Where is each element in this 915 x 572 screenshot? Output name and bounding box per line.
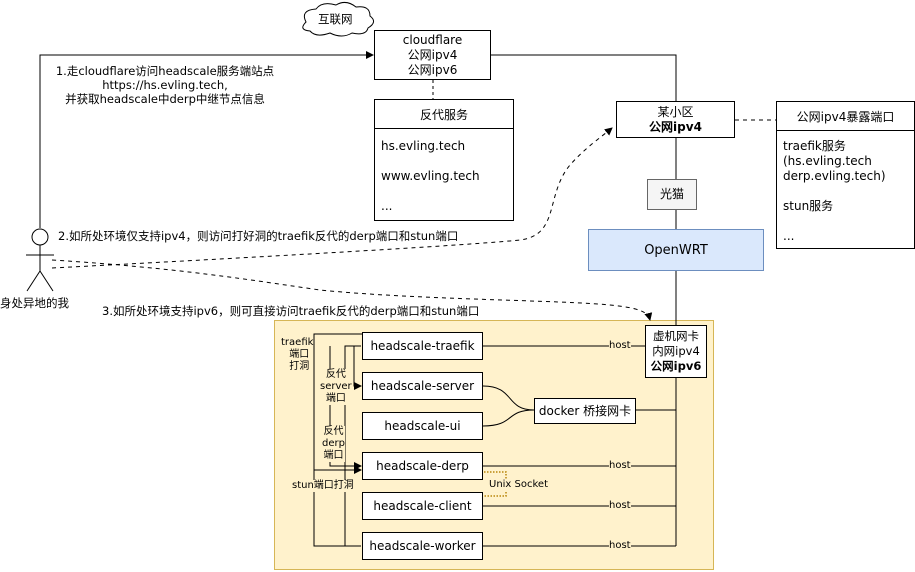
proxy-server-label: 反代 server 端口 bbox=[320, 369, 352, 405]
proxy-derp-label: 反代 derp 端口 bbox=[322, 426, 345, 462]
path-ipv4-curve bbox=[51, 127, 613, 269]
path-ipv6-curve bbox=[51, 259, 653, 321]
server-bridge-link bbox=[482, 385, 535, 411]
ports-item: derp.evling.tech) bbox=[783, 169, 886, 183]
cloudflare-line3: 公网ipv6 bbox=[407, 62, 458, 77]
unix-socket-label: Unix Socket bbox=[489, 479, 549, 491]
container-label: headscale-derp bbox=[376, 458, 469, 473]
container-label: headscale-worker bbox=[369, 538, 476, 553]
note-1: 1.走cloudflare访问headscale服务端站点 https://hs… bbox=[50, 64, 280, 106]
traefik-hole-label: traefik 端口 打洞 bbox=[281, 337, 313, 373]
vnic-line2: 内网ipv4 bbox=[652, 344, 700, 358]
container-label: headscale-client bbox=[373, 498, 472, 513]
container-derp: headscale-derp bbox=[362, 452, 483, 480]
internet-label: 互联网 bbox=[318, 12, 353, 26]
worker-to-traefik-line bbox=[344, 345, 361, 546]
ports-item: stun服务 bbox=[783, 199, 834, 213]
side-text: 端口 bbox=[323, 450, 344, 461]
ui-bridge-link bbox=[482, 409, 535, 427]
container-traefik: headscale-traefik bbox=[362, 332, 483, 360]
docker-bridge-label: docker 桥接网卡 bbox=[538, 403, 632, 418]
note-3: 3.如所处环境支持ipv6，则可直接访问traefik反代的derp端口和stu… bbox=[102, 304, 480, 318]
exposed-ports-box: 公网ipv4暴露端口 traefik服务 (hs.evling.tech der… bbox=[776, 101, 915, 249]
side-text: derp bbox=[322, 438, 345, 449]
side-text: traefik bbox=[281, 337, 314, 348]
side-text: 反代 bbox=[323, 426, 344, 437]
community-line2: 公网ipv4 bbox=[649, 119, 702, 134]
container-server: headscale-server bbox=[362, 372, 483, 400]
vnic-line1: 虚机网卡 bbox=[653, 329, 699, 343]
modem-box: 光猫 bbox=[647, 179, 697, 210]
user-icon bbox=[26, 228, 54, 292]
ports-item: (hs.evling.tech bbox=[783, 154, 872, 168]
traefik-to-server-arrow bbox=[353, 346, 362, 390]
docker-host-region bbox=[274, 320, 714, 570]
modem-label: 光猫 bbox=[659, 187, 684, 201]
note-1-line: 并获取headscale中derp中继节点信息 bbox=[65, 92, 265, 106]
vnic-line3: 公网ipv6 bbox=[650, 359, 702, 373]
ports-item: traefik服务 bbox=[783, 139, 846, 153]
note-1-line: https://hs.evling.tech, bbox=[102, 78, 228, 92]
cloudflare-box: cloudflare 公网ipv4 公网ipv6 bbox=[374, 30, 491, 80]
note-1-line: 1.走cloudflare访问headscale服务端站点 bbox=[55, 64, 275, 78]
host-label: host bbox=[609, 340, 631, 352]
container-worker: headscale-worker bbox=[362, 532, 483, 560]
host-label: host bbox=[609, 460, 631, 472]
exposed-ports-title: 公网ipv4暴露端口 bbox=[777, 102, 914, 131]
community-line1: 某小区 bbox=[657, 104, 694, 119]
cloudflare-to-community-link bbox=[491, 54, 677, 101]
note-2: 2.如所处环境仅支持ipv4，则访问打好洞的traefik反代的derp端口和s… bbox=[58, 229, 459, 243]
internet-cloud-icon bbox=[302, 1, 374, 37]
user-label: 身处异地的我 bbox=[0, 296, 69, 310]
proxy-item: ... bbox=[381, 199, 393, 213]
side-text: 打洞 bbox=[289, 361, 310, 372]
reverse-proxy-title: 反代服务 bbox=[375, 100, 513, 129]
side-text: 端口 bbox=[289, 349, 310, 360]
container-label: headscale-traefik bbox=[370, 338, 475, 353]
side-text: server bbox=[320, 381, 352, 392]
vnic-box: 虚机网卡 内网ipv4 公网ipv6 bbox=[645, 325, 707, 378]
cloudflare-line1: cloudflare bbox=[402, 32, 463, 47]
openwrt-box: OpenWRT bbox=[588, 229, 764, 271]
side-text: 端口 bbox=[325, 393, 346, 404]
container-label: headscale-ui bbox=[384, 418, 461, 433]
ports-item: ... bbox=[783, 229, 795, 243]
reverse-proxy-box: 反代服务 hs.evling.tech www.evling.tech ... bbox=[374, 99, 514, 221]
path-user-to-cloudflare bbox=[39, 51, 374, 228]
container-ui: headscale-ui bbox=[362, 412, 483, 440]
openwrt-label: OpenWRT bbox=[644, 242, 708, 258]
docker-bridge-box: docker 桥接网卡 bbox=[534, 398, 636, 424]
cloudflare-line2: 公网ipv4 bbox=[407, 47, 458, 62]
proxy-item: www.evling.tech bbox=[381, 169, 480, 183]
proxy-item: hs.evling.tech bbox=[381, 139, 466, 153]
traefik-hole-line bbox=[313, 333, 362, 547]
side-text: 反代 bbox=[325, 369, 346, 380]
community-box: 某小区 公网ipv4 bbox=[616, 101, 735, 138]
container-label: headscale-server bbox=[370, 378, 475, 393]
stun-hole-label: stun端口打洞 bbox=[292, 480, 354, 492]
host-label: host bbox=[609, 500, 631, 512]
container-client: headscale-client bbox=[362, 492, 483, 520]
host-label: host bbox=[609, 540, 631, 552]
